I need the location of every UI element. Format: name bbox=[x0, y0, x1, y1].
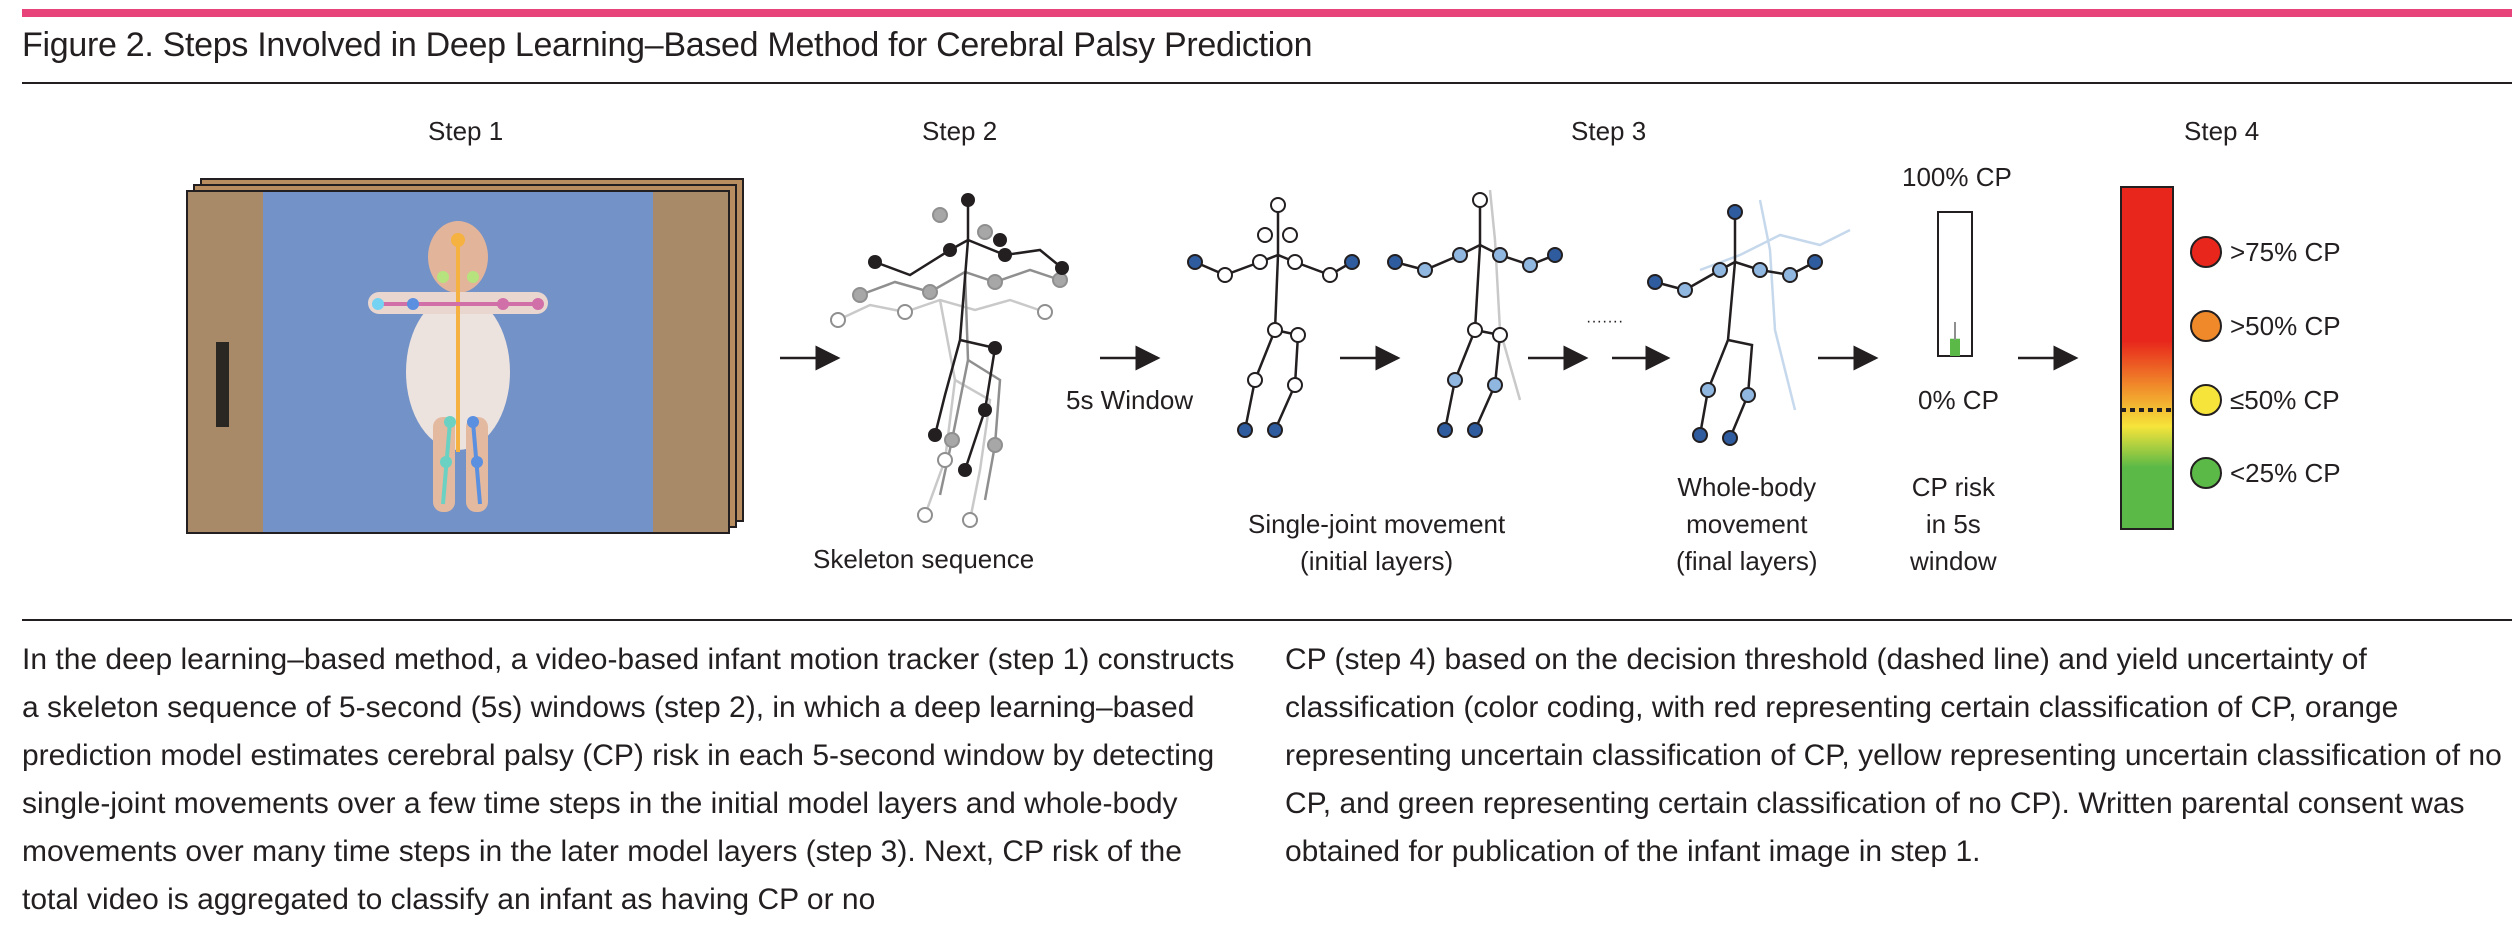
window-label: 5s Window bbox=[1066, 385, 1194, 415]
gauge-top-label: 100% CP bbox=[1902, 162, 2012, 192]
video-frame-stack bbox=[186, 178, 756, 534]
legend-label-red: >75% CP bbox=[2230, 237, 2341, 267]
final-layers-skeleton bbox=[1647, 199, 1851, 446]
legend-swatch-yellow bbox=[2190, 384, 2222, 416]
caption-column-1: In the deep learning–based method, a vid… bbox=[22, 643, 1235, 916]
cp-risk-caption: CP risk in 5s window bbox=[1910, 472, 1997, 576]
skeleton-sequence-label: Skeleton sequence bbox=[813, 544, 1035, 574]
whole-body-caption: Whole-body movement (final layers) bbox=[1676, 472, 1818, 576]
legend-swatch-orange bbox=[2190, 310, 2222, 342]
step-1-heading: Step 1 bbox=[428, 116, 504, 146]
legend-swatch-red bbox=[2190, 236, 2222, 268]
caption-column-2: CP (step 4) based on the decision thresh… bbox=[1285, 643, 2502, 868]
gauge-bottom-label: 0% CP bbox=[1918, 385, 1999, 415]
legend-swatch-green bbox=[2190, 457, 2222, 489]
step-2-heading: Step 2 bbox=[922, 116, 998, 146]
skeleton-sequence bbox=[830, 193, 1069, 528]
cp-risk-gauge bbox=[1937, 211, 1973, 357]
initial-layers-skeleton bbox=[1387, 189, 1563, 438]
single-joint-caption: Single-joint movement (initial layers) bbox=[1248, 509, 1506, 576]
step-4-heading: Step 4 bbox=[2184, 116, 2260, 146]
figure-divider bbox=[22, 619, 2512, 621]
step-3-heading: Step 3 bbox=[1571, 116, 1647, 146]
top-accent-rule bbox=[22, 9, 2512, 17]
window-skeleton bbox=[1187, 197, 1360, 438]
legend-label-green: <25% CP bbox=[2230, 458, 2341, 488]
ellipsis-mark: ······· bbox=[1586, 313, 1624, 330]
legend-label-yellow: ≤50% CP bbox=[2230, 385, 2340, 415]
infant-photo bbox=[186, 190, 730, 534]
figure-title: Figure 2. Steps Involved in Deep Learnin… bbox=[22, 26, 1313, 64]
gauge-fill bbox=[1950, 338, 1960, 356]
risk-legend bbox=[2190, 236, 2222, 489]
pipeline-diagram bbox=[780, 186, 2222, 530]
legend-label-orange: >50% CP bbox=[2230, 311, 2341, 341]
risk-scale-bar bbox=[2120, 186, 2174, 530]
title-divider bbox=[22, 82, 2512, 84]
